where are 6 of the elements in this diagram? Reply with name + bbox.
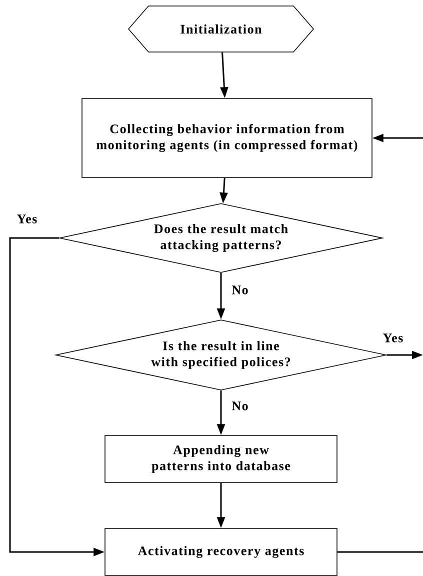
- process-box: Appending new patterns into database: [104, 435, 338, 483]
- edge-label: No: [230, 400, 250, 412]
- edge-label: No: [230, 284, 250, 296]
- edge-label: Yes: [16, 214, 38, 224]
- process-box: Collecting behavior information from monitoring agents (in compressed format): [82, 98, 372, 178]
- process-box: Activating recovery agents: [104, 528, 338, 576]
